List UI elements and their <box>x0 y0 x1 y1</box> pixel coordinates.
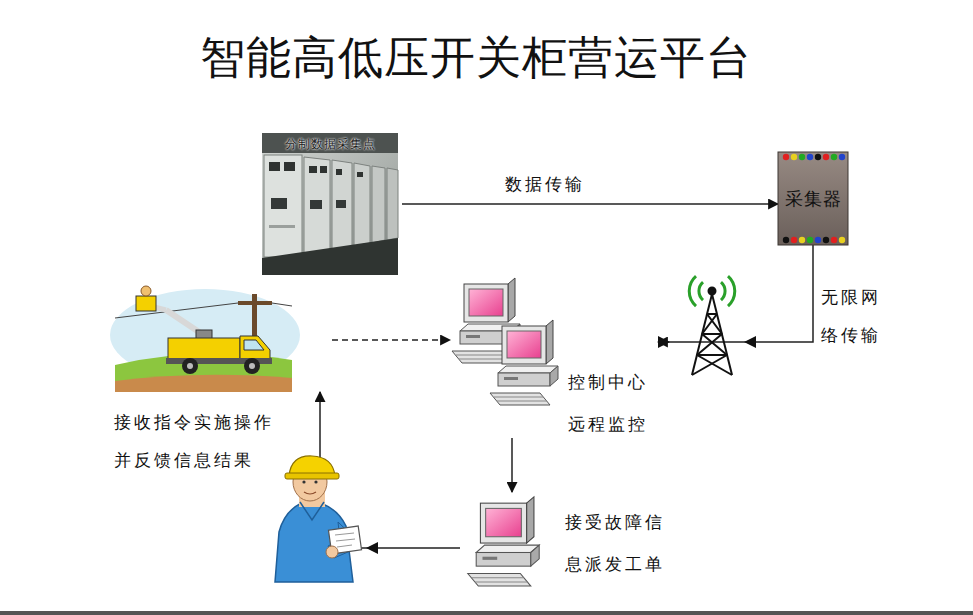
antenna-tower <box>689 276 735 375</box>
node-text: 采集器 <box>785 187 842 211</box>
arrow-head <box>658 336 670 348</box>
node-text: 接收指令实施操作并反馈信息结果 <box>114 404 280 480</box>
switchgear-photo <box>262 133 398 275</box>
computer-icon <box>468 497 539 586</box>
data-collection-point: 分制数据采集点 <box>262 133 402 275</box>
connector-arrow <box>402 203 778 205</box>
computer-icon <box>452 278 558 405</box>
connector-arrow <box>658 245 813 342</box>
edge-label: 数据传输 <box>503 173 587 196</box>
connector-arrow <box>332 339 450 341</box>
control-center-node: 控制中心 远程监控 <box>450 278 658 438</box>
arrow-head <box>744 336 756 348</box>
diagram-title: 智能高低压开关柜营运平台 <box>200 28 752 88</box>
dispatch-node: 接受故障信息派发工单 <box>460 492 680 592</box>
worker-illustration <box>275 456 378 582</box>
field-crew-node: 接收指令实施操作并反馈信息结果 <box>110 288 332 392</box>
edge-label: 无限网络传输 <box>819 279 887 355</box>
node-text: 分制数据采集点 <box>262 136 398 153</box>
node-text: 控制中心 远程监控 <box>568 362 654 446</box>
bottom-rule <box>0 611 973 615</box>
connector-arrow <box>511 438 513 492</box>
collector-device <box>778 152 848 245</box>
collector-box: 采集器 <box>778 152 848 245</box>
node-text: 接受故障信息派发工单 <box>565 502 671 586</box>
bucket-truck-illustration <box>110 286 300 392</box>
